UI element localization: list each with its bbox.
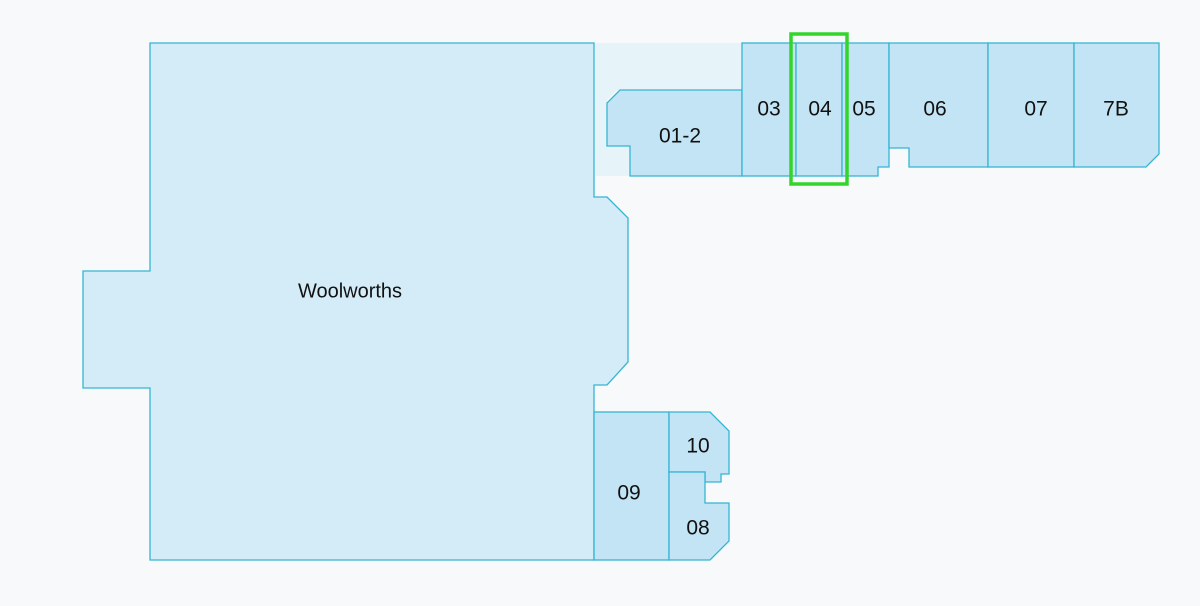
unit-label-04: 04	[808, 98, 832, 121]
unit-label-07: 07	[1024, 98, 1047, 121]
unit-label-06: 06	[923, 98, 946, 121]
unit-label-10: 10	[686, 435, 709, 458]
unit-08[interactable]	[668, 471, 730, 561]
unit-woolworths[interactable]	[82, 42, 629, 561]
unit-label-woolworths: Woolworths	[298, 280, 402, 302]
unit-label-08: 08	[686, 517, 709, 540]
unit-label-09: 09	[617, 482, 640, 505]
walkway-area	[595, 43, 742, 176]
unit-04[interactable]	[795, 42, 843, 177]
unit-07[interactable]	[987, 42, 1075, 168]
unit-7b[interactable]	[1073, 42, 1160, 168]
selected-unit-highlight	[789, 32, 849, 186]
unit-label-7b: 7B	[1103, 98, 1129, 121]
unit-label-05: 05	[852, 98, 875, 121]
unit-label-03: 03	[757, 98, 780, 121]
unit-label-01-2: 01-2	[659, 125, 701, 148]
